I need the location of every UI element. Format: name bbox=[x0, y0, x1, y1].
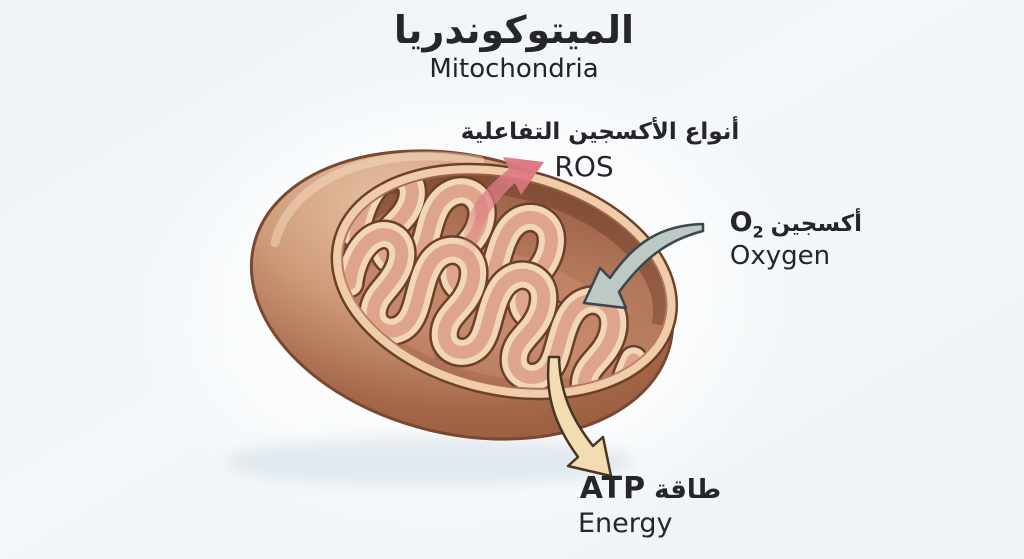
title-arabic: الميتوكوندريا bbox=[393, 8, 635, 52]
atp-arrow bbox=[546, 355, 613, 478]
ros-label-arabic: أنواع الأكسجين التفاعلية bbox=[460, 119, 740, 145]
oxygen-label-english: Oxygen bbox=[729, 241, 831, 271]
oxygen-symbol: O2 bbox=[729, 207, 764, 242]
oxygen-label-arabic: أكسجين bbox=[770, 211, 862, 237]
atp-label-line: طاقةATP bbox=[578, 471, 723, 508]
atp-symbol: ATP bbox=[579, 471, 647, 506]
atp-label-english: Energy bbox=[578, 508, 673, 539]
title-block: الميتوكوندريا Mitochondria bbox=[264, 6, 764, 84]
oxygen-arrow bbox=[582, 222, 705, 310]
ros-label-english: ROS bbox=[554, 150, 614, 183]
membrane-highlight bbox=[270, 151, 485, 248]
oxygen-symbol-letter: O bbox=[729, 207, 753, 238]
organelle-shadow bbox=[225, 437, 635, 487]
cristae-lower-core bbox=[343, 228, 641, 408]
ros-arrow bbox=[463, 157, 544, 258]
atp-label-arabic: طاقة bbox=[654, 475, 722, 505]
oxygen-label-line: أكسجينO2 bbox=[700, 206, 862, 249]
title-english: Mitochondria bbox=[429, 54, 599, 84]
oxygen-symbol-subscript: 2 bbox=[752, 222, 764, 242]
